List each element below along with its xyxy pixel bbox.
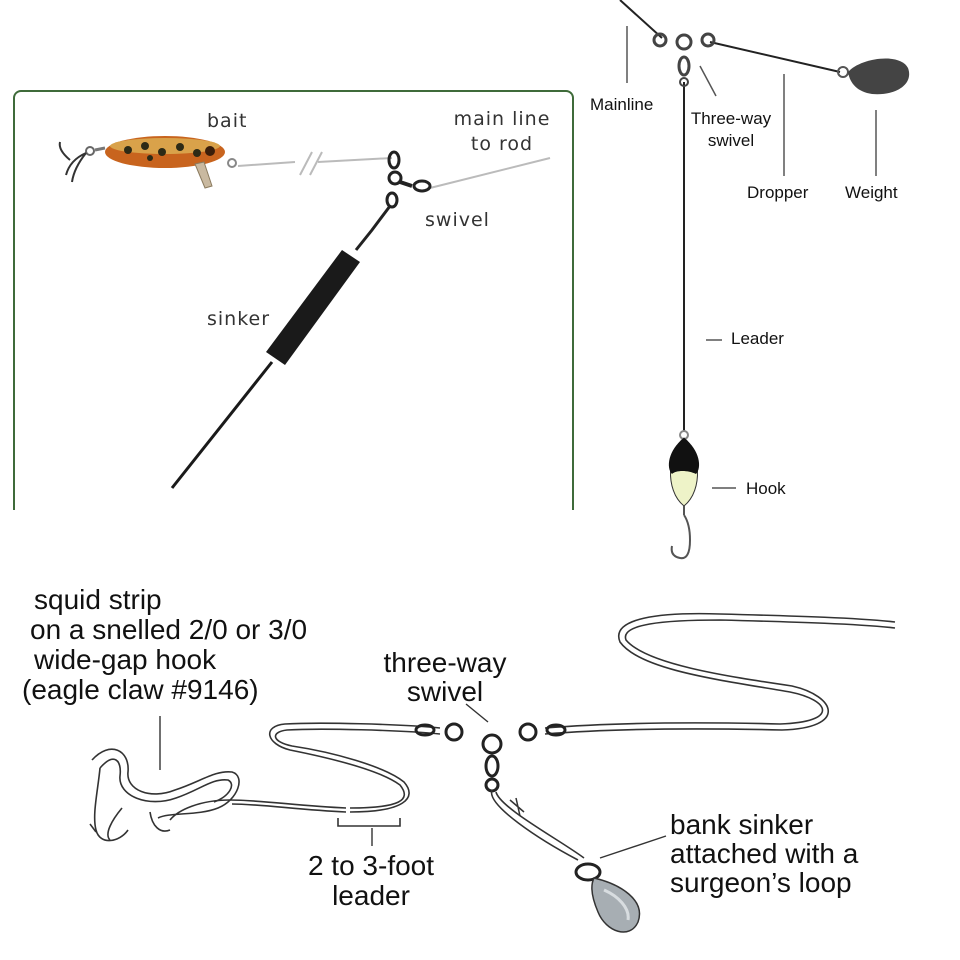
three-way-swivel-2-icon xyxy=(652,32,716,87)
spoon-hook-icon xyxy=(668,430,700,560)
label-squid-3: wide-gap hook xyxy=(34,644,217,675)
bank-sinker-icon xyxy=(490,789,641,933)
bait-lure-icon xyxy=(58,136,237,189)
weight-icon xyxy=(837,58,910,95)
label-mainline: Mainline xyxy=(590,95,654,114)
label-squid-1: squid strip xyxy=(34,584,162,615)
label-three-way-swivel-2: swivel xyxy=(406,676,484,707)
label-squid-4: (eagle claw #9146) xyxy=(22,674,259,705)
label-leader: Leader xyxy=(731,329,784,348)
squid-hook-icon xyxy=(89,748,240,842)
panel2-lines xyxy=(619,0,877,489)
label-dropper: Dropper xyxy=(747,183,809,202)
sinker-icon xyxy=(170,205,392,489)
label-bank-sinker-3: surgeon’s loop xyxy=(670,867,852,898)
rig-panel-1 xyxy=(13,90,574,510)
label-leader-length-2: leader xyxy=(332,880,410,911)
label-sinker: sinker xyxy=(207,308,271,330)
label-three-way-1: Three-way xyxy=(690,109,772,128)
three-way-swivel-3-icon xyxy=(414,722,567,793)
label-three-way-2: swivel xyxy=(707,131,755,150)
label-swivel: swivel xyxy=(425,209,490,231)
label-three-way-swivel-1: three-way xyxy=(383,647,507,678)
label-bait: bait xyxy=(207,110,248,132)
swivel-icon xyxy=(385,150,432,209)
label-main-line-1: main line xyxy=(453,108,551,130)
label-hook: Hook xyxy=(746,479,786,498)
panel1-lines xyxy=(237,151,551,189)
label-bank-sinker-2: attached with a xyxy=(670,838,859,869)
label-squid-2: on a snelled 2/0 or 3/0 xyxy=(30,614,308,645)
label-leader-length-1: 2 to 3-foot xyxy=(307,850,435,881)
label-weight: Weight xyxy=(845,183,898,202)
label-main-line-2: to rod xyxy=(470,133,534,155)
label-bank-sinker-1: bank sinker xyxy=(670,809,814,840)
